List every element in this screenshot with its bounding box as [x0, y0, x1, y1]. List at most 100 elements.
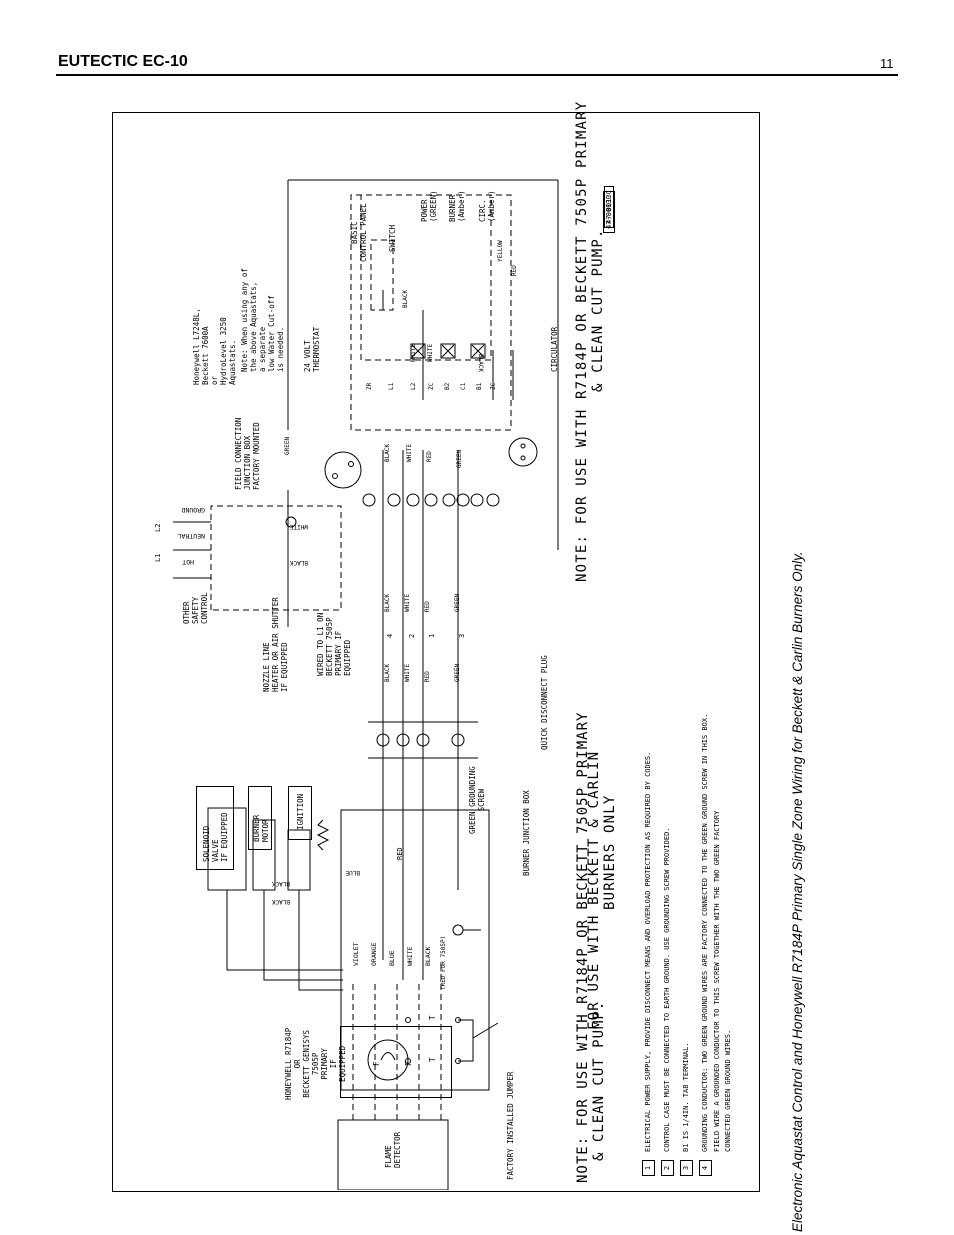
page-number: 11: [880, 56, 894, 71]
wire-label-green-upper: GREEN: [456, 449, 463, 468]
footnote-2-text: CONTROL CASE MUST BE CONNECTED TO EARTH …: [663, 827, 671, 1152]
aquastat-note-5: is needed.: [276, 326, 285, 372]
plug-pin-4: 4: [386, 633, 394, 638]
wire-label-red-panel: RED: [511, 265, 518, 276]
wire-label-red-upper: RED: [426, 451, 433, 462]
primary-label: HONEYWELL R7184P OR BECKETT GENISYS 7505…: [284, 1028, 347, 1100]
thermostat-label: 24 VOLT THERMOSTAT: [303, 327, 321, 372]
diagram-frame: NOTE: FOR USE WITH R7184P OR BECKETT 750…: [112, 112, 760, 1192]
primary-label-6: IF: [329, 1059, 338, 1069]
figure-caption: Electronic Aquastat Control and Honeywel…: [790, 551, 805, 1232]
wire-label-violet: VIOLET: [352, 942, 360, 966]
burner-junction-box: [340, 809, 490, 1091]
footnote-4-line3: CONNECTED GREEN GROUND WIRES.: [724, 1029, 732, 1152]
note-burners-a: FOR USE WITH BECKETT & CARLIN: [586, 750, 602, 1030]
footnotes: 1ELECTRICAL POWER SUPPLY, PROVIDE DISCON…: [642, 714, 734, 1176]
footnote-2-marker: 2: [661, 1160, 674, 1176]
basic-control-panel: [360, 194, 492, 361]
wire-label-black-motor: BLACK: [271, 880, 290, 887]
nozzle-label-3: IF EQUIPPED: [280, 642, 289, 692]
control-panel-label-2: CONTROL PANEL: [359, 203, 368, 262]
l1-note-1: WIRED TO L1 ON: [316, 612, 325, 676]
supply-l1: L1: [154, 553, 162, 562]
switch-label: SWITCH: [388, 224, 397, 252]
terminal-l2: L2: [410, 382, 417, 390]
flame-label-1: FLAME: [384, 1145, 393, 1168]
nozzle-label-2: HEATER OR AIR SHUTTER: [271, 597, 280, 692]
thermostat-symbol: [324, 451, 362, 489]
primary-term-f1: F: [372, 1061, 381, 1066]
solenoid-box: [196, 786, 234, 870]
field-junction-box: [210, 505, 342, 611]
field-box-label-3: FACTORY MOUNTED: [252, 422, 261, 490]
footnote-4-marker: 4: [699, 1160, 712, 1176]
light-circ-color: (Amber): [487, 190, 496, 222]
light-power: [410, 343, 426, 359]
supply-l2: L2: [154, 523, 162, 532]
plug-pin-2: 2: [408, 633, 416, 638]
light-circ-label: CIRC. (Amber): [478, 190, 496, 222]
footnote-3: 3B1 IS 1/4IN. TAB TERMINAL.: [680, 714, 693, 1176]
flame-detector: [367, 1039, 409, 1081]
note-burners-text: FOR USE WITH BECKETT & CARLIN BURNERS ON…: [586, 751, 618, 1030]
plug-pin-1: 1: [428, 633, 436, 638]
wire-label-white-field: WHITE: [289, 523, 308, 530]
grounding-screw-label-1: GREEN GROUNDING: [468, 766, 477, 834]
note-primary-b: & CLEAN CUT PUMP.: [590, 228, 606, 392]
note-burners-b: BURNERS ONLY: [602, 794, 618, 910]
note-primary-a: NOTE: FOR USE WITH R7184P OR BECKETT 750…: [574, 100, 590, 582]
thermostat-label-2: THERMOSTAT: [312, 326, 321, 372]
document-title: EUTECTIC EC-10: [58, 53, 188, 70]
plug-pin-3: 3: [458, 633, 466, 638]
wire-label-green-plug: GREEN: [454, 593, 461, 612]
aquastat-note: Note: When using any of the above Aquast…: [240, 268, 285, 372]
wire-label-yellow: YELLOW: [497, 240, 504, 262]
aquastat-note-2: the above Aquastats,: [249, 281, 258, 372]
solenoid-label-2: VALVE: [211, 839, 220, 862]
light-power-color: (GREEN): [429, 190, 438, 222]
supply-neutral: NEUTRAL: [177, 532, 205, 540]
wiring-diagram: [173, 179, 559, 1191]
field-box-label-1: FIELD CONNECTION: [234, 417, 243, 490]
wire-label-white-panel2: WHITE: [427, 343, 434, 362]
note-primary-text: NOTE: FOR USE WITH R7184P OR BECKETT 750…: [574, 101, 606, 582]
l1-note-2: BECKETT 7505P: [325, 617, 334, 676]
primary-label-2: OR: [293, 1059, 302, 1069]
wire-label-red-plug: RED: [424, 601, 431, 612]
primary-label-1: HONEYWELL R7184P: [284, 1027, 293, 1100]
wire-label-orange: ORANGE: [370, 942, 378, 966]
wire-label-green-lower: GREEN: [454, 663, 461, 682]
footnote-1-text: ELECTRICAL POWER SUPPLY, PROVIDE DISCONN…: [644, 751, 652, 1152]
circulator-label: CIRCULATOR: [550, 326, 559, 372]
wire-label-red-lower: RED: [424, 671, 431, 682]
light-burner: [440, 343, 456, 359]
red-note: (RED FOR 7505P): [440, 935, 447, 990]
wire-label-green-field: GREEN: [284, 436, 291, 455]
jumper-label: FACTORY INSTALLED JUMPER: [506, 1071, 515, 1180]
l1-note: WIRED TO L1 ON BECKETT 7505P PRIMARY IF …: [316, 613, 352, 676]
primary-label-7: EQUIPPED: [338, 1045, 347, 1082]
flame-label-2: DETECTOR: [393, 1131, 402, 1168]
factory-jumper: [458, 1019, 499, 1062]
burner-motor-label-1: BURNER: [252, 814, 261, 842]
grounding-screw-label: GREEN GROUNDING SCREW: [468, 766, 486, 834]
light-circ: [470, 343, 486, 359]
wire-label-black-upper: BLACK: [384, 443, 391, 462]
aquastat-note-4: low Water Cut-off: [267, 295, 276, 372]
panel-switch: [370, 239, 394, 311]
wire-label-white-upper: WHITE: [406, 443, 413, 462]
terminal-zr: ZR: [366, 382, 373, 390]
terminal-zc2: ZC: [490, 382, 497, 390]
aquastat-note-3: a separate: [258, 326, 267, 372]
safety-label: OTHER SAFETY CONTROL: [182, 592, 209, 624]
footnote-3-marker: 3: [680, 1160, 693, 1176]
terminal-zc1: ZC: [428, 382, 435, 390]
wire-label-white-lower: WHITE: [404, 663, 411, 682]
wire-label-black-lower: BLACK: [384, 663, 391, 682]
light-burner-color: (Amber): [457, 190, 466, 222]
supply-hot: HOT: [182, 558, 194, 566]
footnote-2: 2 CONTROL CASE MUST BE CONNECTED TO EARTH…: [661, 714, 674, 1176]
wire-label-black-plug: BLACK: [384, 593, 391, 612]
light-circ-name: CIRC.: [478, 199, 487, 222]
wire-label-white-panel: WHITE: [410, 343, 417, 362]
